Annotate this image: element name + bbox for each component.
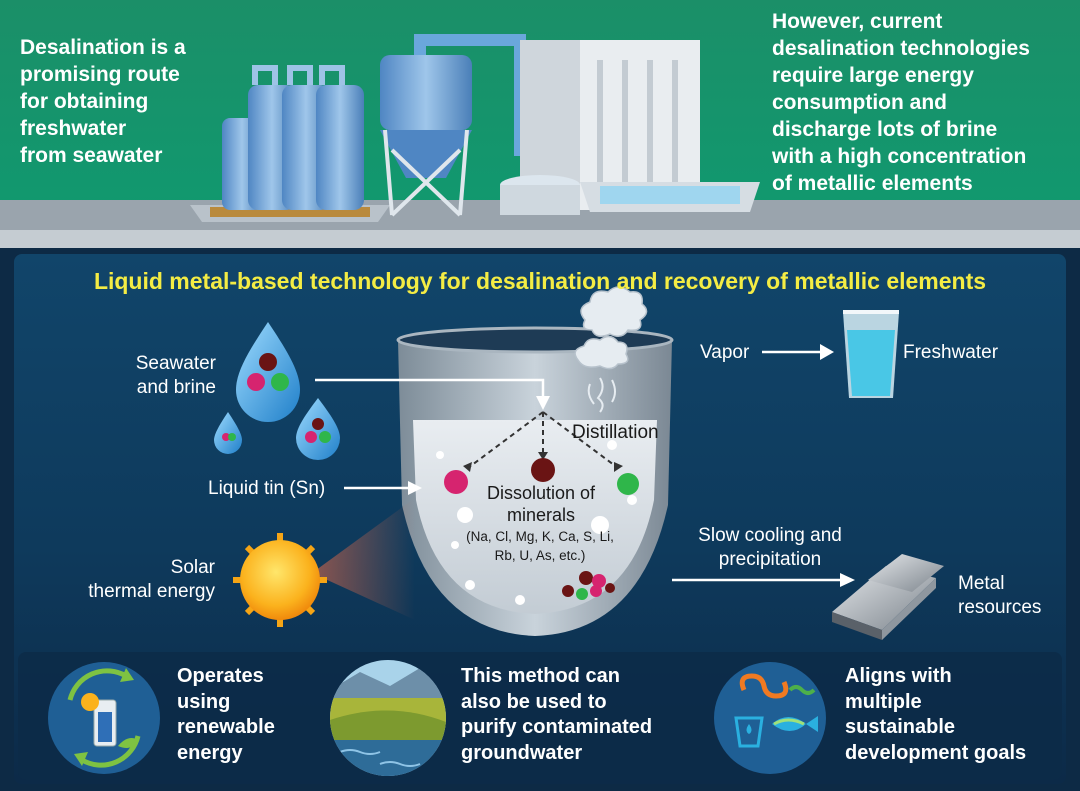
liquid-tin-label: Liquid tin (Sn): [208, 478, 326, 499]
dissolution-label: Dissolution of minerals: [486, 483, 596, 525]
diagram-title: Liquid metal-based technology for desali…: [93, 268, 987, 294]
benefit-groundwater-text: This method can also be used to purify c…: [461, 665, 653, 764]
distillation-label: Distillation: [572, 422, 659, 443]
header-left-text: Desalination is a promising route for ob…: [20, 36, 186, 167]
benefit-renewable-text: Operates using renewable energy: [177, 665, 275, 764]
seawater-label: Seawater and brine: [135, 353, 216, 398]
solar-label: Solar thermal energy: [88, 557, 215, 602]
benefit-sdg-text: Aligns with multiple sustainable develop…: [845, 665, 1027, 764]
groundwater-landscape-icon: [330, 660, 446, 776]
metal-label: Metal resources: [958, 573, 1042, 618]
header-right-text: However, current desalination technologi…: [772, 10, 1030, 195]
elements-label: (Na, Cl, Mg, K, Ca, S, Li, Rb, U, As, et…: [466, 529, 614, 563]
freshwater-label: Freshwater: [903, 342, 999, 363]
sdg-icon: [714, 662, 826, 774]
vapor-label: Vapor: [700, 342, 750, 363]
renewable-energy-icon: [48, 662, 160, 774]
cooling-label: Slow cooling and precipitation: [698, 525, 842, 570]
